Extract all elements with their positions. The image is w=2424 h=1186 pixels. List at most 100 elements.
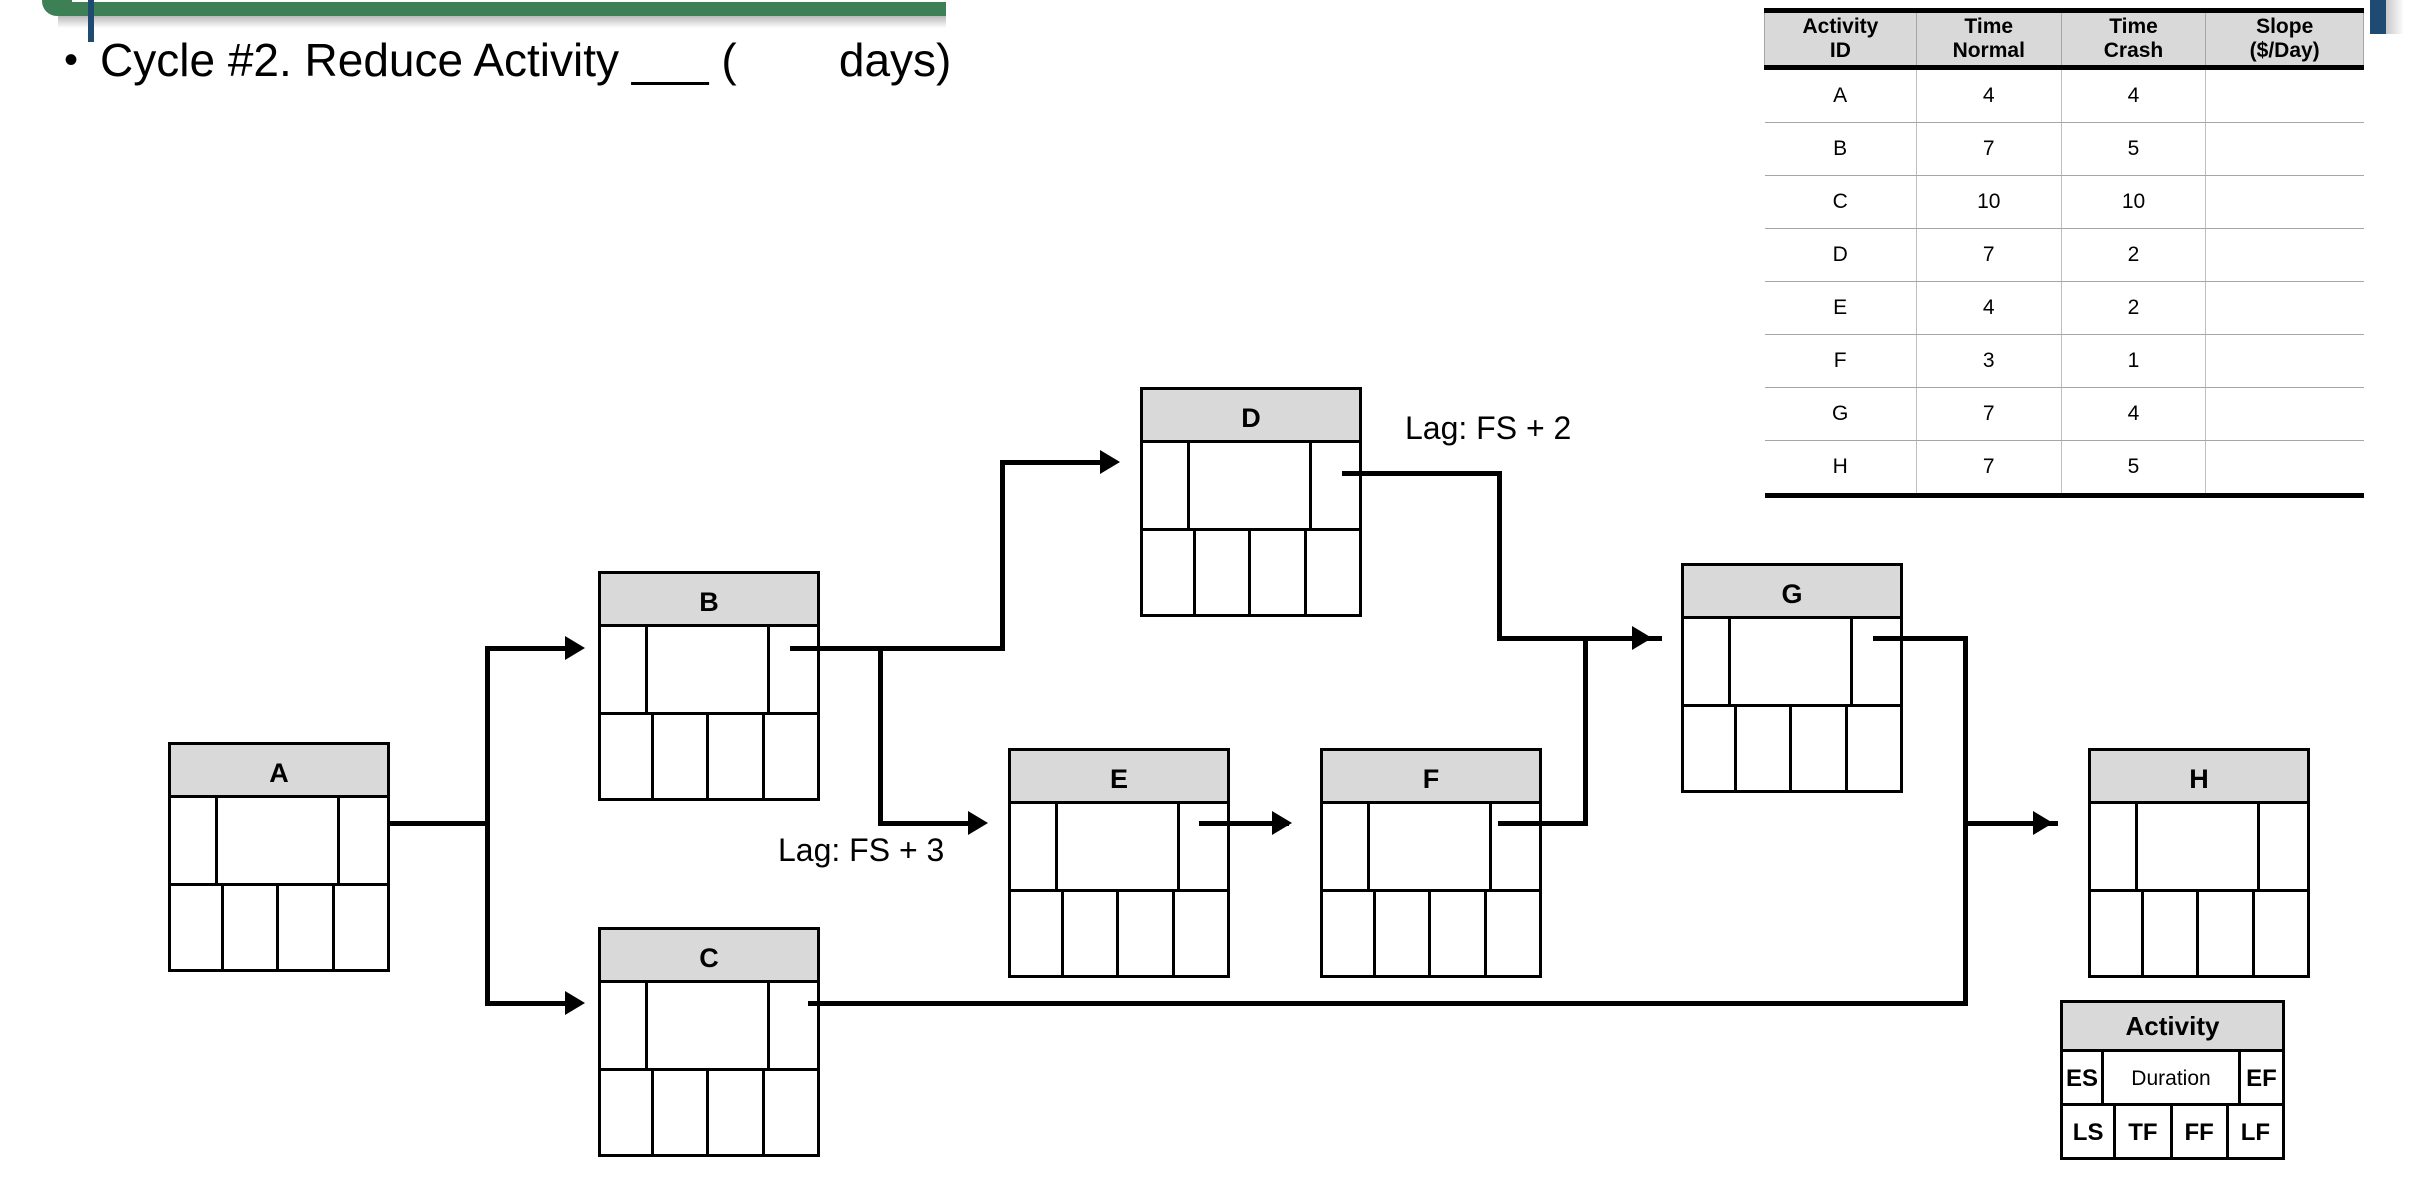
node-dur-cell[interactable] <box>648 983 770 1071</box>
aon-node-a[interactable]: A <box>168 742 390 972</box>
node-ef-cell[interactable] <box>340 798 390 886</box>
connector-g-out <box>1873 636 1968 641</box>
node-ef-cell[interactable] <box>1180 804 1230 892</box>
cell-activity-id: B <box>1764 122 1917 176</box>
node-ef-cell[interactable] <box>770 627 820 715</box>
node-es-cell[interactable] <box>2088 804 2138 892</box>
node-ef-cell[interactable] <box>770 983 820 1071</box>
legend-ls: LS <box>2060 1106 2117 1160</box>
node-lf-cell[interactable] <box>1486 892 1542 978</box>
node-es-cell[interactable] <box>1681 619 1731 707</box>
aon-node-d[interactable]: D <box>1140 387 1362 617</box>
cell-time-normal: 10 <box>1916 175 2062 229</box>
node-lf-cell[interactable] <box>1847 707 1903 793</box>
node-es-cell[interactable] <box>598 627 648 715</box>
node-dur-cell[interactable] <box>1731 619 1853 707</box>
node-tf-cell[interactable] <box>1063 892 1119 978</box>
cell-time-normal: 7 <box>1916 440 2062 498</box>
node-ls-cell[interactable] <box>168 886 224 972</box>
col-time-crash: Time Crash <box>2060 8 2207 70</box>
node-label-b: B <box>598 571 820 627</box>
node-lf-cell[interactable] <box>334 886 390 972</box>
node-es-cell[interactable] <box>1140 443 1190 531</box>
node-es-cell[interactable] <box>598 983 648 1071</box>
lag-label-d-g: Lag: FS + 2 <box>1405 410 1572 446</box>
node-label-c: C <box>598 927 820 983</box>
aon-node-f[interactable]: F <box>1320 748 1542 978</box>
node-ef-cell[interactable] <box>1312 443 1362 531</box>
node-ls-cell[interactable] <box>2088 892 2144 978</box>
col-slope: Slope ($/Day) <box>2205 8 2364 70</box>
connector-to-h <box>1963 821 2058 826</box>
title-accent-bar <box>58 2 946 16</box>
node-es-cell[interactable] <box>1008 804 1058 892</box>
node-ff-cell[interactable] <box>2199 892 2255 978</box>
connector-f-riser <box>1583 636 1588 826</box>
node-ff-cell[interactable] <box>709 715 765 801</box>
node-label-h: H <box>2088 748 2310 804</box>
node-tf-cell[interactable] <box>653 1071 709 1157</box>
aon-node-e[interactable]: E <box>1008 748 1230 978</box>
node-lf-cell[interactable] <box>764 1071 820 1157</box>
aon-node-h[interactable]: H <box>2088 748 2310 978</box>
node-ef-cell[interactable] <box>1492 804 1542 892</box>
node-dur-cell[interactable] <box>648 627 770 715</box>
title-underline-shadow <box>58 16 946 28</box>
corner-marker-shadow <box>2386 0 2404 34</box>
node-tf-cell[interactable] <box>1195 531 1251 617</box>
node-ff-cell[interactable] <box>709 1071 765 1157</box>
node-ff-cell[interactable] <box>1431 892 1487 978</box>
cell-time-normal: 4 <box>1916 67 2062 123</box>
cell-activity-id: D <box>1764 228 1917 282</box>
cell-time-crash: 4 <box>2061 67 2207 123</box>
legend-ff: FF <box>2172 1106 2229 1160</box>
node-ff-cell[interactable] <box>1251 531 1307 617</box>
node-dur-cell[interactable] <box>2138 804 2260 892</box>
node-lf-cell[interactable] <box>764 715 820 801</box>
node-ef-cell[interactable] <box>1853 619 1903 707</box>
aon-node-g[interactable]: G <box>1681 563 1903 793</box>
shape-handle-circle-icon[interactable] <box>42 0 72 16</box>
node-dur-cell[interactable] <box>1370 804 1492 892</box>
node-lf-cell[interactable] <box>2254 892 2310 978</box>
node-tf-cell[interactable] <box>1736 707 1792 793</box>
node-ff-cell[interactable] <box>279 886 335 972</box>
connector-a-to-c <box>485 1001 570 1006</box>
connector-a-to-b <box>485 646 570 651</box>
node-ls-cell[interactable] <box>1140 531 1196 617</box>
node-ls-cell[interactable] <box>1320 892 1376 978</box>
cell-slope <box>2205 228 2364 282</box>
cell-slope <box>2205 281 2364 335</box>
aon-node-b[interactable]: B <box>598 571 820 801</box>
node-ef-cell[interactable] <box>2260 804 2310 892</box>
node-dur-cell[interactable] <box>1058 804 1180 892</box>
node-ls-cell[interactable] <box>1681 707 1737 793</box>
node-es-cell[interactable] <box>168 798 218 886</box>
node-es-cell[interactable] <box>1320 804 1370 892</box>
node-ls-cell[interactable] <box>598 715 654 801</box>
arrowhead-to-c <box>565 991 585 1015</box>
node-ff-cell[interactable] <box>1792 707 1848 793</box>
node-ls-cell[interactable] <box>598 1071 654 1157</box>
node-tf-cell[interactable] <box>653 715 709 801</box>
node-ff-cell[interactable] <box>1119 892 1175 978</box>
node-lf-cell[interactable] <box>1174 892 1230 978</box>
node-ls-cell[interactable] <box>1008 892 1064 978</box>
node-tf-cell[interactable] <box>2143 892 2199 978</box>
node-dur-cell[interactable] <box>218 798 340 886</box>
node-dur-cell[interactable] <box>1190 443 1312 531</box>
node-tf-cell[interactable] <box>1375 892 1431 978</box>
arrowhead-to-e <box>968 811 988 835</box>
node-label-f: F <box>1320 748 1542 804</box>
legend-row-bottom: LS TF FF LF <box>2060 1106 2285 1160</box>
corner-marker <box>2370 0 2386 34</box>
aon-node-c[interactable]: C <box>598 927 820 1157</box>
node-tf-cell[interactable] <box>223 886 279 972</box>
cell-time-crash: 10 <box>2061 175 2207 229</box>
node-lf-cell[interactable] <box>1306 531 1362 617</box>
cell-activity-id: E <box>1764 281 1917 335</box>
legend-row-top: ES Duration EF <box>2060 1052 2285 1106</box>
